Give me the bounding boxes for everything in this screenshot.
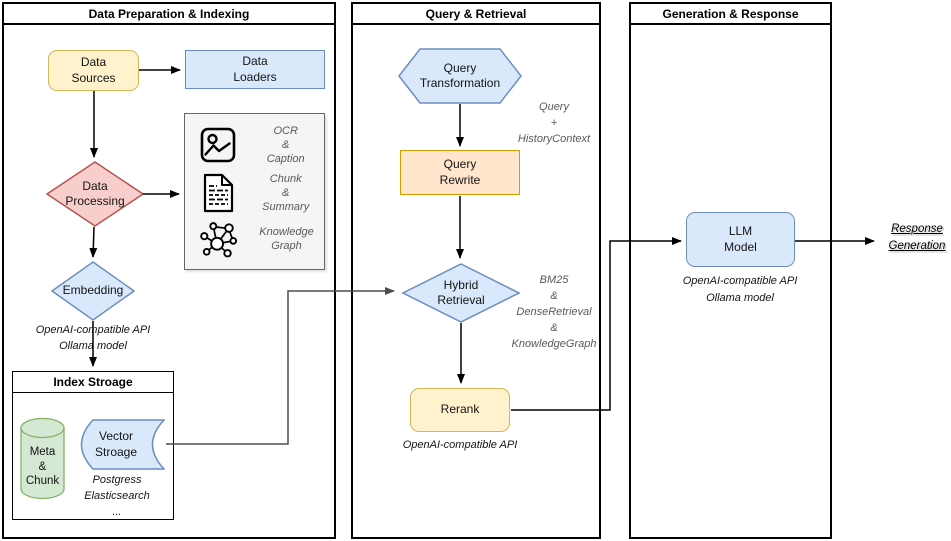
knowledge-graph-label: Knowledge Graph — [259, 226, 314, 253]
diamond-shape — [46, 161, 144, 227]
data-loaders-label: Data Loaders — [233, 54, 277, 84]
response-generation-label: Response Generation — [888, 223, 946, 252]
knowledge-graph-icon — [200, 219, 238, 259]
option-ocr-caption: OCR & Caption — [200, 124, 324, 166]
hybrid-retrieval-label: Hybrid Retrieval — [437, 277, 485, 307]
index-storage-title: Index Stroage — [13, 372, 173, 393]
vector-storage-node: Vector Stroage — [77, 419, 165, 470]
data-sources-label: Data Sources — [71, 55, 116, 85]
ocr-caption-label: OCR & Caption — [266, 124, 305, 165]
hybrid-retrieval-note: BM25 & DenseRetrieval & KnowledgeGraph — [511, 274, 597, 350]
rerank-node: Rerank — [410, 388, 510, 432]
lane-data-preparation-title: Data Preparation & Indexing — [4, 4, 334, 25]
processing-options-box: OCR & Caption Chunk & Summary — [184, 113, 325, 270]
query-rewrite-node: Query Rewrite — [400, 150, 520, 195]
vector-storage-label: Vector Stroage — [94, 429, 138, 459]
query-context-note: Query + HistoryContext — [517, 101, 591, 145]
lane-generation-response: Generation & Response — [629, 2, 832, 539]
embedding-node: Embedding — [51, 261, 135, 321]
option-knowledge-graph: Knowledge Graph — [200, 219, 324, 259]
lane-data-preparation: Data Preparation & Indexing — [2, 2, 336, 539]
data-sources-node: Data Sources — [48, 50, 139, 91]
option-chunk-summary: Chunk & Summary — [200, 172, 324, 214]
data-processing-label: Data Processing — [65, 178, 125, 208]
rerank-note: OpenAI-compatible API — [402, 439, 518, 451]
diamond-shape — [51, 261, 135, 321]
meta-chunk-cylinder: Meta & Chunk — [20, 417, 65, 500]
index-storage-box: Index Stroage Meta & Chunk Vector Stroag… — [12, 371, 174, 520]
cylinder-shape — [20, 417, 65, 500]
rerank-label: Rerank — [440, 402, 480, 417]
query-transformation-node: Query Transformation — [398, 48, 522, 104]
llm-model-node: LLM Model — [686, 212, 795, 267]
query-rewrite-label: Query Rewrite — [439, 157, 481, 187]
data-processing-node: Data Processing — [46, 161, 144, 227]
diamond-shape — [402, 263, 520, 323]
chunk-summary-label: Chunk & Summary — [262, 172, 310, 213]
meta-chunk-label: Meta & Chunk — [25, 446, 60, 488]
document-icon — [200, 173, 236, 213]
data-loaders-node: Data Loaders — [185, 50, 325, 89]
image-icon — [200, 127, 236, 163]
hexagon-shape — [398, 48, 522, 104]
lane-query-retrieval-title: Query & Retrieval — [353, 4, 599, 25]
embedding-note: OpenAI-compatible API Ollama model — [35, 324, 151, 352]
hybrid-retrieval-node: Hybrid Retrieval — [402, 263, 520, 323]
llm-model-note: OpenAI-compatible API Ollama model — [682, 275, 798, 304]
llm-model-label: LLM Model — [724, 224, 757, 254]
vector-storage-note: Postgress Elasticsearch ... — [84, 474, 150, 518]
lane-generation-response-title: Generation & Response — [631, 4, 830, 25]
query-transformation-label: Query Transformation — [419, 60, 501, 90]
embedding-label: Embedding — [62, 283, 124, 298]
stored-data-shape — [80, 419, 165, 470]
